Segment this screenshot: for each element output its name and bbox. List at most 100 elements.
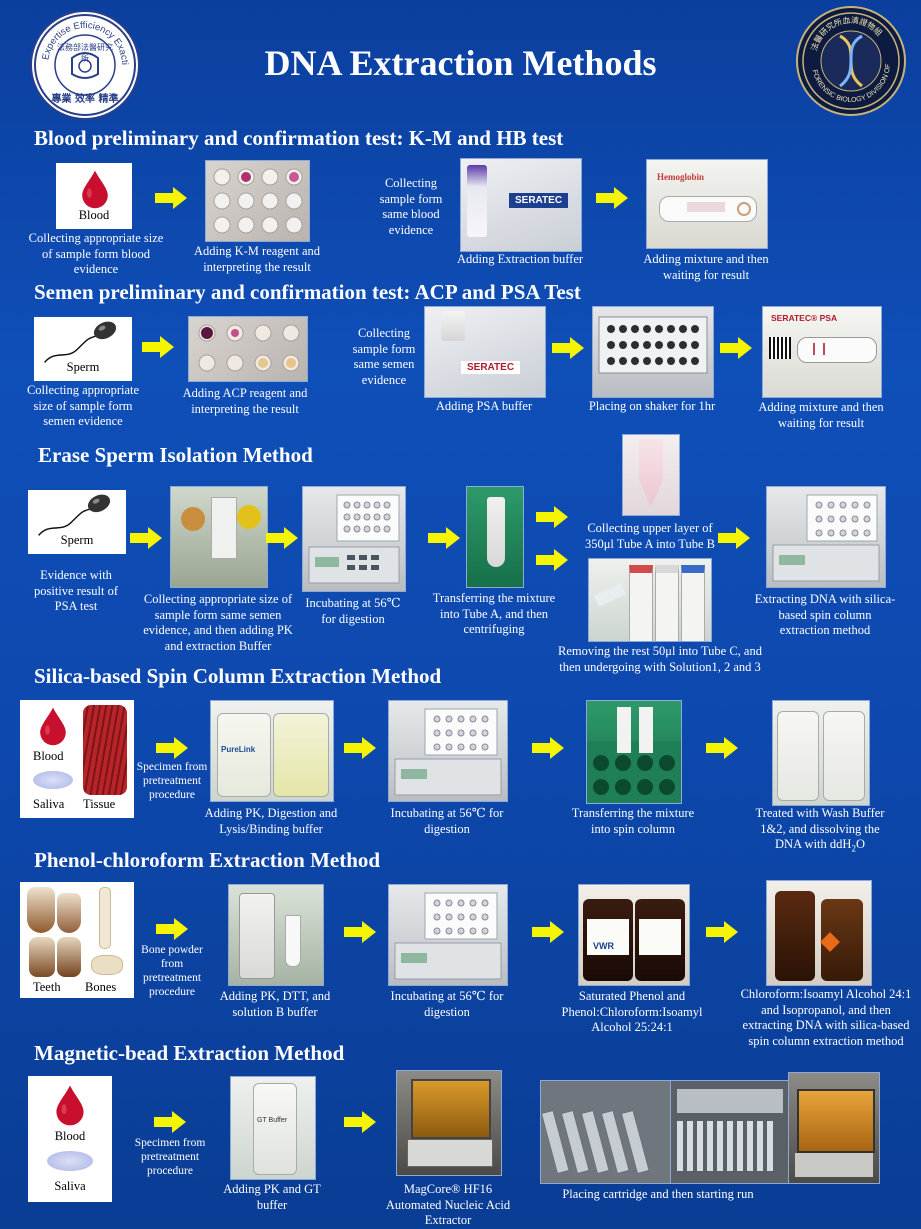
arrow-icon: [532, 737, 564, 759]
gt-buffer-photo: GT Buffer: [230, 1076, 316, 1180]
s3-caption-upper-layer: Collecting upper layer of 350μl Tube A i…: [584, 521, 716, 551]
section-semen-heading: Semen preliminary and confirmation test:…: [34, 280, 581, 304]
s4-caption-wash: Treated with Wash Buffer 1&2, and dissol…: [746, 806, 894, 857]
arrow-icon: [552, 337, 584, 359]
s3-caption-extract: Extracting DNA with silica-based spin co…: [754, 592, 896, 637]
arrow-icon: [344, 921, 376, 943]
seratec-label: SERATEC: [509, 193, 569, 208]
spin-column-photo: [586, 700, 682, 804]
phenol-bottles-photo: VWR: [578, 884, 690, 986]
s2-caption-collect-same: Collecting sample form same semen eviden…: [352, 326, 416, 387]
chloroform-bottles-photo: [766, 880, 872, 986]
cartridge-rack-photo: [670, 1080, 790, 1184]
sperm-icon-card: Sperm: [28, 490, 126, 554]
psa-test-photo: SERATEC® PSA: [762, 306, 882, 398]
acp-plate-photo: [188, 316, 308, 382]
arrow-icon: [156, 737, 188, 759]
s2-caption-collect: Collecting appropriate size of sample fo…: [26, 383, 140, 428]
saliva-icon: [47, 1151, 93, 1171]
s4-caption-specimen: Specimen from pretreatment procedure: [136, 761, 208, 801]
magcore-extractor-photo: [396, 1070, 502, 1176]
arrow-icon: [142, 336, 174, 358]
blood-drop-icon: [53, 1083, 87, 1127]
psa-label: SERATEC® PSA: [771, 313, 838, 323]
bone-icon: [91, 955, 123, 975]
s1-caption-km: Adding K-M reagent and interpreting the …: [193, 244, 320, 274]
km-plate-photo: [205, 160, 310, 242]
label-blood: Blood: [33, 749, 64, 763]
s2-caption-wait: Adding mixture and then waiting for resu…: [758, 400, 884, 430]
s4-caption-spin: Transferring the mixture into spin colum…: [571, 806, 695, 836]
sperm-icon-label: Sperm: [66, 360, 100, 374]
s4-caption-incubate: Incubating at 56℃ for digestion: [390, 806, 504, 836]
s2-caption-psa-buffer: Adding PSA buffer: [435, 399, 533, 413]
tooth-icon: [57, 893, 81, 933]
section-silica-heading: Silica-based Spin Column Extraction Meth…: [34, 664, 442, 688]
sample-tube-photo: [170, 486, 268, 588]
specimen-card: Blood Saliva Tissue: [20, 700, 134, 818]
section-blood-heading: Blood preliminary and confirmation test:…: [34, 126, 564, 150]
tube-a-photo: [466, 486, 524, 588]
arrow-icon: [706, 737, 738, 759]
teeth-bones-card: Teeth Bones: [20, 882, 134, 998]
s5-caption-incubate: Incubating at 56℃ for digestion: [390, 989, 504, 1019]
s4-caption-wash-end: O: [855, 837, 865, 851]
arrow-icon: [720, 337, 752, 359]
incubator-photo: [766, 486, 886, 588]
specimen-card: Blood Saliva: [28, 1076, 112, 1202]
logo-left-center-text: 法務部法醫研究所: [57, 43, 113, 63]
tooth-icon: [29, 937, 55, 977]
arrow-icon: [706, 921, 738, 943]
arrow-icon: [536, 549, 568, 571]
blood-icon-label: Blood: [78, 208, 110, 222]
s3-caption-transfer: Transferring the mixture into Tube A, an…: [432, 591, 556, 636]
arrow-icon: [154, 1111, 186, 1133]
s6-caption-specimen: Specimen from pretreatment procedure: [134, 1137, 206, 1177]
extractor-running-photo: [788, 1072, 880, 1184]
section-magnetic-heading: Magnetic-bead Extraction Method: [34, 1041, 345, 1065]
label-bones: Bones: [85, 980, 117, 994]
s1-caption-extraction: Adding Extraction buffer: [456, 252, 584, 266]
cartridge-photo: [540, 1080, 672, 1184]
arrow-icon: [428, 527, 460, 549]
section-phenol-heading: Phenol-chloroform Extraction Method: [34, 848, 381, 872]
page-title: DNA Extraction Methods: [264, 43, 657, 83]
label-saliva: Saliva: [33, 797, 65, 811]
incubator-photo: [388, 884, 508, 986]
label-teeth: Teeth: [33, 980, 61, 994]
arrow-icon: [156, 918, 188, 940]
s4-caption-wash-sub: 2: [851, 843, 856, 854]
s2-caption-shaker: Placing on shaker for 1hr: [588, 399, 716, 413]
hemoglobin-label: Hemoglobin: [657, 172, 705, 182]
s2-caption-acp: Adding ACP reagent and interpreting the …: [182, 386, 308, 416]
incubator-photo: [388, 700, 508, 802]
s3-caption-incubate: Incubating at 56℃ for digestion: [305, 596, 401, 626]
saliva-icon: [33, 771, 73, 789]
seratec-kit-photo: SERATEC: [460, 158, 582, 252]
arrow-icon: [532, 921, 564, 943]
shaker-photo: [592, 306, 714, 398]
blood-drop-icon: [37, 705, 69, 747]
tooth-icon: [27, 887, 55, 933]
label-saliva: Saliva: [54, 1179, 86, 1193]
arrow-icon: [155, 187, 187, 209]
s5-caption-chloroform: Chloroform:Isoamyl Alcohol 24:1 and Isop…: [740, 987, 912, 1048]
s3-caption-collect: Collecting appropriate size of sample fo…: [143, 592, 293, 653]
s1-caption-wait: Adding mixture and then waiting for resu…: [643, 252, 769, 282]
blood-icon-card: Blood: [56, 163, 132, 229]
blood-drop-icon: [79, 169, 111, 209]
arrow-icon: [344, 737, 376, 759]
purelink-label: PureLink: [221, 745, 256, 754]
s5-caption-pk-dtt: Adding PK, DTT, and solution B buffer: [219, 989, 331, 1019]
s4-caption-wash-text: Treated with Wash Buffer 1&2, and dissol…: [755, 806, 885, 851]
sperm-icon-label: Sperm: [60, 533, 94, 547]
arrow-icon: [718, 527, 750, 549]
s6-caption-cartridge: Placing cartridge and then starting run: [562, 1187, 754, 1201]
vwr-label: VWR: [593, 941, 614, 951]
s5-caption-bone-powder: Bone powder from pretreatment procedure: [141, 944, 203, 998]
tube-c-photo: [588, 558, 712, 642]
reagent-bottles-photo: PureLink: [210, 700, 334, 802]
sperm-icon: [35, 493, 115, 537]
incubator-photo: [302, 486, 406, 592]
arrow-icon: [130, 527, 162, 549]
